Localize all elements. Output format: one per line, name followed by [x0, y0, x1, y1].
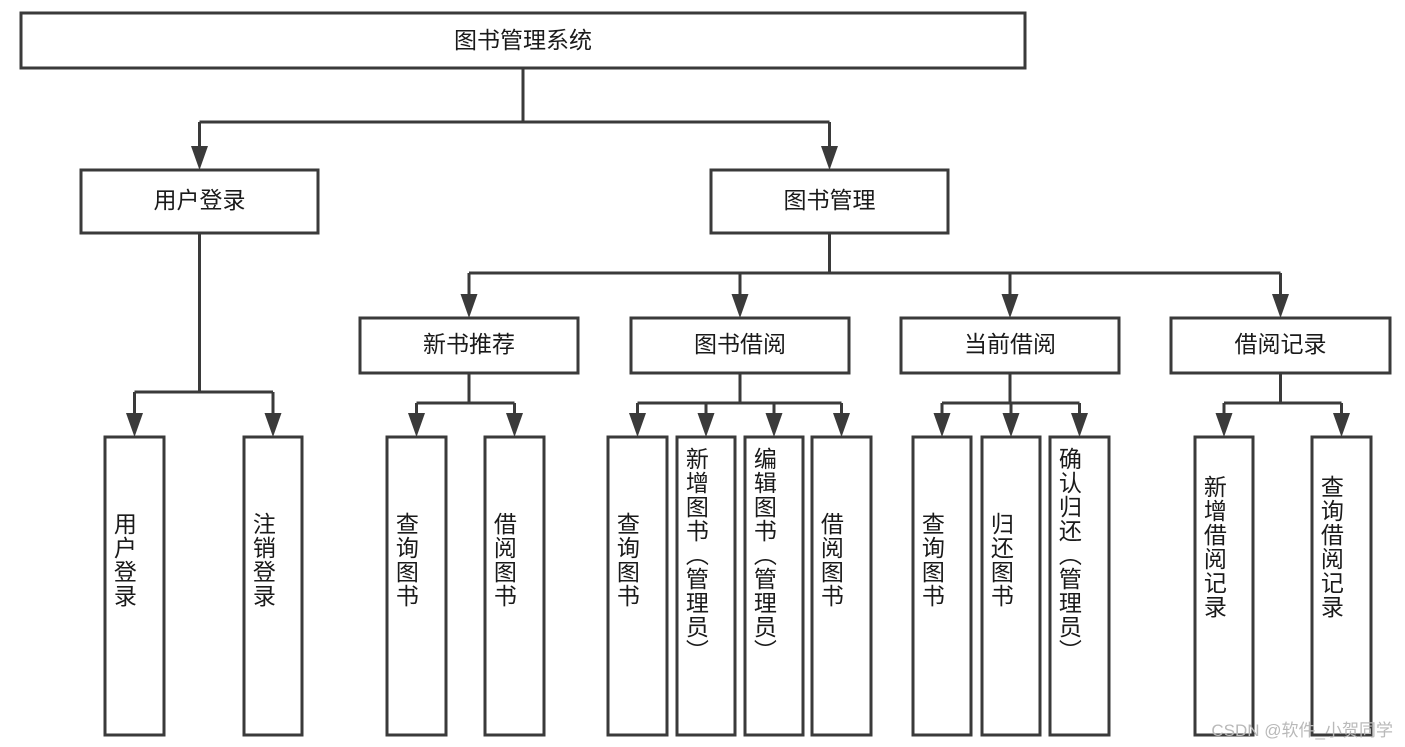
node-bookmgmt-label: 图书管理	[784, 187, 876, 213]
node-newbook-label: 新书推荐	[423, 331, 515, 357]
arrow-records-to-leaf13	[1333, 413, 1350, 437]
node-leaf10-label: 归还图书	[987, 512, 1014, 608]
arrow-bookmgmt-to-borrow	[731, 294, 749, 318]
node-current-label: 当前借阅	[964, 331, 1056, 357]
node-leaf1-label: 用户登录	[110, 512, 137, 608]
arrow-root-to-login	[191, 146, 208, 170]
node-borrow-label: 图书借阅	[694, 331, 786, 357]
node-leaf10-box[interactable]	[980, 435, 1042, 737]
arrow-bookmgmt-to-newbook	[460, 294, 478, 318]
arrow-bookmgmt-to-current	[1001, 294, 1019, 318]
node-leaf1-box[interactable]	[103, 435, 166, 737]
node-records-label: 借阅记录	[1235, 331, 1327, 357]
node-leaf9-box[interactable]	[911, 435, 973, 737]
arrow-bookmgmt-to-records	[1272, 294, 1289, 318]
edge-borrow-bus	[636, 373, 843, 418]
edge-login-bus	[133, 233, 275, 418]
node-leaf5-label: 查询图书	[613, 512, 640, 608]
node-newbook-box[interactable]	[358, 316, 580, 375]
node-leaf13-box[interactable]	[1310, 435, 1373, 737]
arrow-newbook-to-leaf3	[408, 413, 425, 437]
node-leaf9-label: 查询图书	[918, 512, 945, 608]
node-leaf3-label: 查询图书	[392, 512, 419, 608]
node-leaf11-box[interactable]	[1048, 435, 1111, 737]
node-leaf4-box[interactable]	[483, 435, 546, 737]
node-login[interactable]: 用户登录	[79, 168, 320, 235]
node-leaf7-box[interactable]	[743, 435, 805, 737]
edge-root-bus	[198, 68, 831, 153]
node-leaf4-label: 借阅图书	[490, 512, 517, 608]
node-leaf13-label: 查询借阅记录	[1317, 475, 1344, 619]
node-current[interactable]: 当前借阅	[899, 316, 1121, 375]
node-bookmgmt[interactable]: 图书管理	[709, 168, 950, 235]
arrow-borrow-to-leaf7	[765, 413, 783, 437]
node-login-label: 用户登录	[154, 187, 246, 213]
node-root-box[interactable]	[19, 11, 1027, 70]
arrow-borrow-to-leaf6	[697, 413, 715, 437]
arrow-borrow-to-leaf8	[833, 413, 850, 437]
node-records[interactable]: 借阅记录	[1169, 316, 1392, 375]
node-leaf7-label: 编辑图书（管理员）	[750, 447, 777, 663]
node-records-box[interactable]	[1169, 316, 1392, 375]
edge-newbook-bus	[415, 373, 516, 418]
arrow-records-to-leaf12	[1215, 413, 1233, 437]
node-bookmgmt-box[interactable]	[709, 168, 950, 235]
connector-layer	[126, 68, 1350, 437]
leaf-box-layer	[103, 435, 1373, 737]
arrow-current-to-leaf11	[1071, 413, 1088, 437]
arrow-root-to-bookmgmt	[821, 146, 838, 170]
arrow-newbook-to-leaf4	[506, 413, 523, 437]
node-leaf6-box[interactable]	[675, 435, 737, 737]
edge-current-bus	[940, 373, 1081, 418]
edge-bookmgmt-bus	[467, 233, 1282, 300]
node-leaf2-box[interactable]	[242, 435, 304, 737]
node-login-box[interactable]	[79, 168, 320, 235]
arrow-login-to-leaf1	[126, 413, 143, 437]
node-leaf12-label: 新增借阅记录	[1200, 475, 1227, 619]
node-borrow[interactable]: 图书借阅	[629, 316, 851, 375]
edge-records-bus	[1222, 373, 1343, 418]
node-leaf12-box[interactable]	[1193, 435, 1255, 737]
node-leaf11-label: 确认归还（管理员）	[1055, 447, 1082, 663]
node-current-box[interactable]	[899, 316, 1121, 375]
arrow-current-to-leaf9	[933, 413, 951, 437]
node-leaf8-label: 借阅图书	[817, 512, 844, 608]
node-leaf5-box[interactable]	[606, 435, 669, 737]
arrow-current-to-leaf10	[1002, 413, 1020, 437]
node-newbook[interactable]: 新书推荐	[358, 316, 580, 375]
arrow-borrow-to-leaf5	[629, 413, 646, 437]
node-leaf8-box[interactable]	[810, 435, 873, 737]
arrow-login-to-leaf2	[264, 413, 282, 437]
node-leaf3-box[interactable]	[385, 435, 448, 737]
node-leaf6-label: 新增图书（管理员）	[682, 447, 709, 663]
node-leaf2-label: 注销登录	[249, 512, 276, 608]
node-root-label: 图书管理系统	[454, 27, 592, 53]
csdn-watermark: CSDN @软件_小贺同学	[1211, 721, 1393, 740]
node-root[interactable]: 图书管理系统	[19, 11, 1027, 70]
node-borrow-box[interactable]	[629, 316, 851, 375]
